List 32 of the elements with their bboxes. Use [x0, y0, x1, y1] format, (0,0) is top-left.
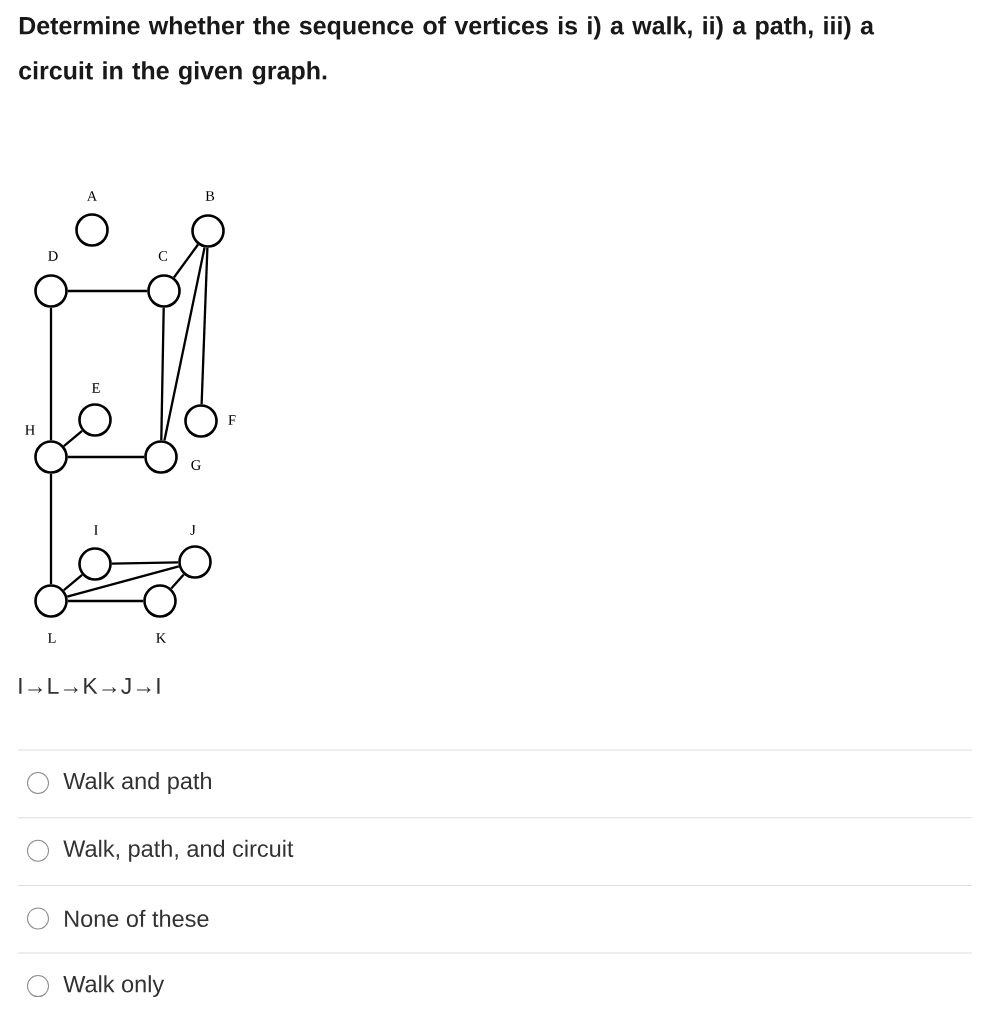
edge-line: [63, 573, 83, 592]
edge-line: [66, 565, 180, 598]
option-text: Walk and path: [63, 772, 211, 794]
vertex-label: L: [48, 633, 56, 643]
vertex-label: G: [191, 460, 201, 470]
vertex-label: K: [156, 633, 167, 643]
edge-line: [63, 429, 83, 448]
vertex-label: A: [86, 191, 98, 201]
vertex-label: C: [158, 251, 168, 261]
edge-line: [111, 561, 179, 565]
edge-line: [67, 289, 148, 293]
edge-line: [49, 307, 53, 441]
edge-line: [200, 247, 209, 405]
vertex-sequence: I→L→K→J→I: [19, 678, 160, 695]
edge-line: [173, 243, 199, 279]
edge-line: [170, 573, 185, 590]
option-text: None of these: [65, 909, 209, 928]
vertex-label: F: [228, 415, 236, 425]
edge-line: [49, 473, 53, 585]
question-text: Determine whether the sequence of vertices is i) a walk, ii) a path, iii) a circuit in the given graph.: [19, 16, 875, 85]
vertex-label: H: [25, 425, 35, 435]
edge-line: [163, 247, 206, 441]
edge-line: [160, 307, 165, 441]
edge-line: [67, 599, 144, 603]
vertex-label: E: [92, 383, 100, 393]
edge-line: [67, 455, 145, 459]
option-text: Walk, path, and circuit: [63, 839, 294, 862]
vertex-label: I: [94, 525, 98, 535]
vertex-label: D: [48, 251, 58, 261]
option-text: Walk only: [63, 975, 165, 998]
vertex-label: B: [205, 191, 215, 201]
vertex-label: J: [190, 525, 196, 535]
